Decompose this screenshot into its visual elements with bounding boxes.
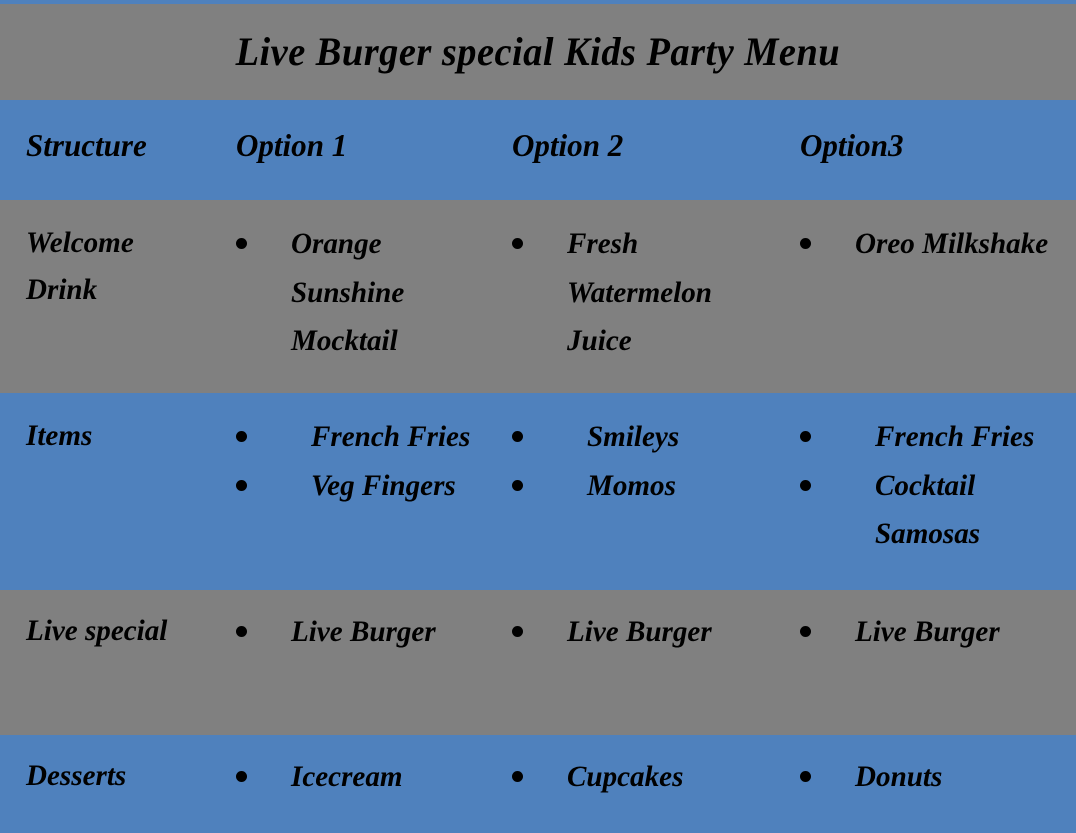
item-text: Smileys	[587, 420, 680, 453]
cell-welcome-drink-option1: Orange Sunshine Mocktail	[212, 200, 490, 376]
item-text: Donuts	[855, 760, 943, 793]
item-text: Momos	[587, 468, 676, 502]
bullet-dot-icon	[512, 431, 523, 442]
list-item: French Fries	[236, 413, 490, 462]
menu-title-band: Live Burger special Kids Party Menu	[0, 4, 1076, 100]
row-label-desserts: Desserts	[26, 759, 127, 792]
row-label-live-special: Live special	[26, 614, 168, 647]
item-text: Cocktail Samosas	[875, 468, 981, 551]
item-text: Cupcakes	[567, 760, 684, 793]
bullet-dot-icon	[236, 238, 247, 249]
row-label-cell: Welcome Drink	[0, 200, 212, 323]
table-row: Live special Live Burger Live Burger	[0, 590, 1076, 735]
list-item: Oreo Milkshake	[800, 220, 1076, 269]
header-cell-option1: Option 1	[212, 100, 490, 173]
cell-welcome-drink-option3: Oreo Milkshake	[780, 200, 1076, 279]
menu-title: Live Burger special Kids Party Menu	[235, 29, 841, 74]
cell-items-option3: French Fries Cocktail Samosas	[780, 393, 1076, 569]
header-cell-option2: Option 2	[490, 100, 780, 173]
list-item: Momos	[512, 462, 780, 511]
bullet-list: Smileys Momos	[512, 413, 780, 510]
cell-items-option2: Smileys Momos	[490, 393, 780, 520]
bullet-list: Donuts	[800, 753, 1076, 802]
row-label-cell: Items	[0, 393, 212, 470]
list-item: Live Burger	[236, 608, 490, 657]
list-item: Smileys	[512, 413, 780, 462]
list-item: Orange Sunshine Mocktail	[236, 220, 490, 366]
column-header-option3: Option3	[800, 127, 904, 163]
row-label-items: Items	[26, 419, 93, 452]
bullet-dot-icon	[800, 626, 811, 637]
bullet-dot-icon	[512, 238, 523, 249]
header-cell-structure: Structure	[0, 100, 212, 173]
item-text: Live Burger	[855, 615, 1000, 648]
item-text: Orange Sunshine Mocktail	[291, 227, 405, 358]
bullet-list: French Fries Veg Fingers	[236, 413, 490, 510]
column-header-option1: Option 1	[236, 127, 348, 163]
list-item: Cocktail Samosas	[800, 462, 1076, 559]
list-item: Veg Fingers	[236, 462, 490, 511]
bullet-list: Live Burger	[800, 608, 1076, 657]
list-item: Donuts	[800, 753, 1076, 802]
cell-desserts-option3: Donuts	[780, 735, 1076, 812]
cell-items-option1: French Fries Veg Fingers	[212, 393, 490, 520]
list-item: Live Burger	[512, 608, 780, 657]
bullet-list: French Fries Cocktail Samosas	[800, 413, 1076, 559]
bullet-list: Live Burger	[512, 608, 780, 657]
row-label-cell: Live special	[0, 590, 212, 665]
table-row: Items French Fries Veg Fingers Smileys	[0, 393, 1076, 590]
list-item: Cupcakes	[512, 753, 780, 802]
item-text: Fresh Watermelon Juice	[567, 227, 712, 358]
cell-live-special-option1: Live Burger	[212, 590, 490, 667]
cell-live-special-option2: Live Burger	[490, 590, 780, 667]
column-header-option2: Option 2	[512, 127, 624, 163]
item-text: Icecream	[291, 760, 403, 793]
list-item: French Fries	[800, 413, 1076, 462]
bullet-list: Orange Sunshine Mocktail	[236, 220, 490, 366]
cell-desserts-option2: Cupcakes	[490, 735, 780, 812]
bullet-dot-icon	[236, 431, 247, 442]
cell-welcome-drink-option2: Fresh Watermelon Juice	[490, 200, 780, 376]
bullet-dot-icon	[512, 626, 523, 637]
bullet-dot-icon	[800, 479, 811, 491]
table-header-row: Structure Option 1 Option 2 Option3	[0, 100, 1076, 200]
header-cell-option3: Option3	[780, 100, 1076, 173]
bullet-dot-icon	[512, 771, 523, 782]
table-row: Desserts Icecream Cupcakes	[0, 735, 1076, 833]
table-row: Welcome Drink Orange Sunshine Mocktail F…	[0, 200, 1076, 393]
bullet-list: Icecream	[236, 753, 490, 802]
list-item: Fresh Watermelon Juice	[512, 220, 780, 366]
item-text: Live Burger	[291, 615, 436, 648]
bullet-list: Live Burger	[236, 608, 490, 657]
bullet-dot-icon	[236, 771, 247, 782]
bullet-list: Oreo Milkshake	[800, 220, 1076, 269]
bullet-dot-icon	[800, 771, 811, 782]
bullet-dot-icon	[236, 626, 247, 637]
cell-desserts-option1: Icecream	[212, 735, 490, 812]
item-text: French Fries	[311, 420, 471, 453]
bullet-dot-icon	[800, 431, 811, 442]
list-item: Live Burger	[800, 608, 1076, 657]
bullet-list: Fresh Watermelon Juice	[512, 220, 780, 366]
column-header-structure: Structure	[26, 127, 147, 163]
item-text: Oreo Milkshake	[855, 227, 1049, 260]
row-label-welcome-drink: Welcome Drink	[26, 226, 134, 306]
row-label-cell: Desserts	[0, 735, 212, 810]
bullet-list: Cupcakes	[512, 753, 780, 802]
bullet-dot-icon	[512, 479, 523, 491]
item-text: Veg Fingers	[311, 468, 456, 502]
bullet-dot-icon	[236, 479, 247, 491]
list-item: Icecream	[236, 753, 490, 802]
item-text: French Fries	[875, 420, 1035, 453]
item-text: Live Burger	[567, 615, 712, 648]
cell-live-special-option3: Live Burger	[780, 590, 1076, 667]
bullet-dot-icon	[800, 238, 811, 249]
